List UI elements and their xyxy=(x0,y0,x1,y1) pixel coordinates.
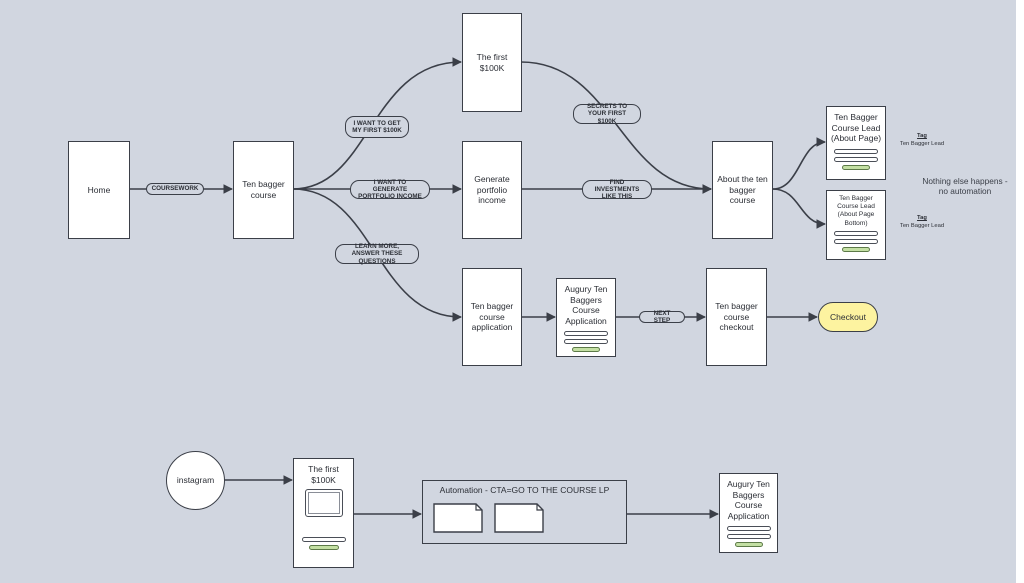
node-about-course-label: About the ten bagger course xyxy=(717,174,768,206)
edge-label-secrets: SECRETS TO YOUR FIRST $100K xyxy=(573,103,641,125)
node-lead-about-page[interactable]: Ten Bagger Course Lead (About Page) xyxy=(826,106,886,180)
form-field xyxy=(564,330,608,336)
form-field xyxy=(834,156,878,162)
form-submit-button xyxy=(572,346,600,352)
tag-label: Tag xyxy=(917,215,927,221)
node-first-100k[interactable]: The first $100K xyxy=(462,13,522,112)
node-ten-bagger-course[interactable]: Ten bagger course xyxy=(233,141,294,239)
node-generate-portfolio-income-label: Generate portfolio income xyxy=(474,174,510,206)
form-field xyxy=(834,238,878,244)
form-field xyxy=(726,525,771,531)
node-home[interactable]: Home xyxy=(68,141,130,239)
node-instagram-label: instagram xyxy=(176,475,215,486)
edge-label-next-step: NEXT STEP xyxy=(639,309,685,324)
edge-about-to-lead-top xyxy=(772,137,826,190)
image-placeholder xyxy=(304,489,343,518)
node-lead-about-page-label: Ten Bagger Course Lead (About Page) xyxy=(830,112,882,144)
tag-note-top: Tag Ten Bagger Lead xyxy=(892,133,952,148)
node-first-100k-bottom-label: The first $100K xyxy=(308,464,339,485)
form-submit-button xyxy=(308,545,339,551)
node-lead-about-page-bottom-label: Ten Bagger Course Lead (About Page Botto… xyxy=(837,195,875,227)
note-no-automation: Nothing else happens - no automation xyxy=(919,176,1011,197)
node-first-100k-label: The first $100K xyxy=(476,52,508,73)
edge-label-portfolio-income: I WANT TO GENERATE PORTFOLIO INCOME xyxy=(350,178,430,201)
form-field xyxy=(834,230,878,236)
email-document-icon xyxy=(494,503,544,533)
form-field xyxy=(564,338,608,344)
edge-label-learn-more-text: LEARN MORE, ANSWER THESE QUESTIONS xyxy=(351,243,403,265)
node-augury-application-label: Augury Ten Baggers Course Application xyxy=(564,284,608,326)
edge-label-coursework: COURSEWORK xyxy=(146,183,204,195)
node-course-checkout-label: Ten bagger course checkout xyxy=(715,301,758,333)
node-course-application[interactable]: Ten bagger course application xyxy=(462,268,522,366)
node-course-checkout[interactable]: Ten bagger course checkout xyxy=(706,268,767,366)
edge-label-coursework-text: COURSEWORK xyxy=(151,185,199,193)
tag-value: Ten Bagger Lead xyxy=(899,140,945,147)
node-generate-portfolio-income[interactable]: Generate portfolio income xyxy=(462,141,522,239)
tag-value: Ten Bagger Lead xyxy=(899,222,945,229)
node-augury-application[interactable]: Augury Ten Baggers Course Application xyxy=(556,278,616,357)
node-home-label: Home xyxy=(87,184,111,195)
edge-first100k-to-about xyxy=(520,61,712,194)
form-submit-button xyxy=(842,164,870,170)
node-about-course[interactable]: About the ten bagger course xyxy=(712,141,773,239)
edge-about-to-lead-bottom xyxy=(772,188,826,229)
form-submit-button xyxy=(734,541,763,547)
form-submit-button xyxy=(842,246,870,252)
node-augury-application-bottom-label: Augury Ten Baggers Course Application xyxy=(727,479,770,521)
form-field xyxy=(834,148,878,154)
edge-label-first-100k: I WANT TO GET MY FIRST $100K xyxy=(345,116,409,138)
form-field xyxy=(301,537,346,543)
edge-label-find-investments: FIND INVESTMENTS LIKE THIS xyxy=(582,178,652,201)
node-course-application-label: Ten bagger course application xyxy=(470,301,514,333)
tag-note-bottom: Tag Ten Bagger Lead xyxy=(892,215,952,230)
node-checkout-label: Checkout xyxy=(830,311,866,322)
edge-label-find-investments-text: FIND INVESTMENTS LIKE THIS xyxy=(594,178,640,201)
node-ten-bagger-course-label: Ten bagger course xyxy=(242,179,285,200)
edge-label-secrets-text: SECRETS TO YOUR FIRST $100K xyxy=(586,103,628,125)
node-augury-application-bottom[interactable]: Augury Ten Baggers Course Application xyxy=(719,473,778,553)
email-document-icon xyxy=(433,503,483,533)
edge-label-portfolio-income-text: I WANT TO GENERATE PORTFOLIO INCOME xyxy=(358,178,422,201)
node-first-100k-bottom[interactable]: The first $100K xyxy=(293,458,354,568)
tag-label: Tag xyxy=(917,133,927,139)
form-field xyxy=(726,533,771,539)
edge-label-next-step-text: NEXT STEP xyxy=(653,309,671,324)
node-lead-about-page-bottom[interactable]: Ten Bagger Course Lead (About Page Botto… xyxy=(826,190,886,260)
node-automation-label: Automation - CTA=GO TO THE COURSE LP xyxy=(439,485,610,495)
edge-label-learn-more: LEARN MORE, ANSWER THESE QUESTIONS xyxy=(335,243,419,265)
edge-label-first-100k-text: I WANT TO GET MY FIRST $100K xyxy=(352,119,402,134)
node-instagram[interactable]: instagram xyxy=(166,451,225,510)
node-checkout[interactable]: Checkout xyxy=(818,302,878,332)
note-no-automation-text: Nothing else happens - no automation xyxy=(922,176,1008,197)
